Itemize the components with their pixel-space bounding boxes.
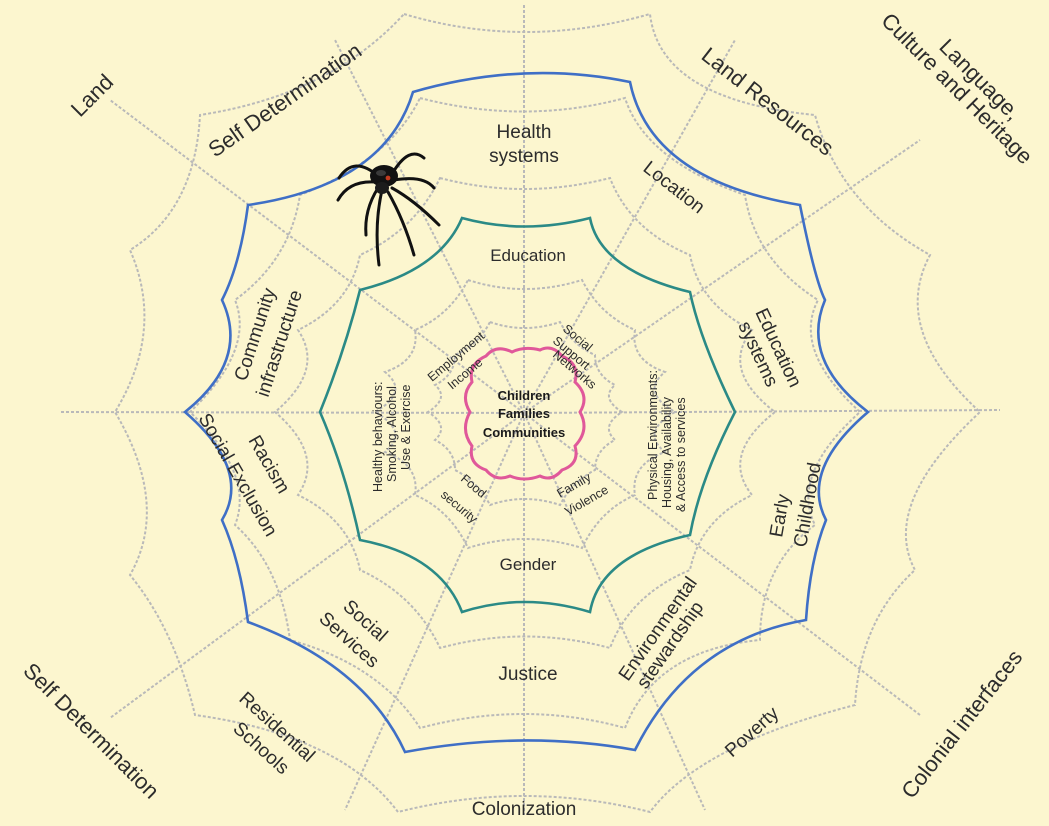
ring-blue [182,71,871,754]
label-land: Land [66,69,118,121]
label-healthy-behaviours-1: Healthy behaviours: [371,382,385,492]
label-justice: Justice [498,664,557,685]
label-colonial-interfaces: Colonial interfaces [896,645,1027,803]
label-education: Education [490,246,566,265]
spoke [523,39,736,414]
center-children: Children [498,388,551,403]
label-healthy-behaviours-2: Smoking, Alcohol [385,386,399,482]
spoke [523,412,921,716]
black-widow-spider-icon [336,152,441,267]
ring-pink [464,346,586,481]
label-land-resources: Land Resources [697,42,839,160]
label-early-childhood-1: Early [766,492,794,539]
web-ring-7 [426,320,624,507]
center-communities: Communities [483,425,565,440]
label-health-systems-1: Health [497,122,552,143]
web-threads [59,5,1001,815]
label-self-determination-bottom: Self Determination [18,658,164,804]
label-language-line-2: Culture and Heritage [876,8,1037,169]
ring-teal [318,216,737,614]
center-families: Families [498,406,550,421]
label-health-systems-2: systems [489,146,559,167]
spoke [334,39,525,414]
label-healthy-behaviours-3: Use & Exercise [399,385,413,470]
spoke [523,412,706,811]
spoke [344,412,525,811]
web-ring-2 [188,96,862,730]
spoke [523,139,921,414]
spoke [59,411,525,414]
web-ring-outer [113,12,982,814]
label-physical-env-1: Physical Environments: [646,370,660,500]
web-ring-6 [372,278,678,550]
label-physical-env-3: & Access to services [674,397,688,512]
label-poverty: Poverty [721,703,783,762]
spoke [109,412,525,719]
label-gender: Gender [500,555,557,574]
spoke [523,409,1001,414]
label-location: Location [639,157,709,218]
label-self-determination-top: Self Determination [204,38,367,162]
label-colonization: Colonization [472,799,577,820]
label-physical-env-2: Housing, Availability [660,396,674,508]
